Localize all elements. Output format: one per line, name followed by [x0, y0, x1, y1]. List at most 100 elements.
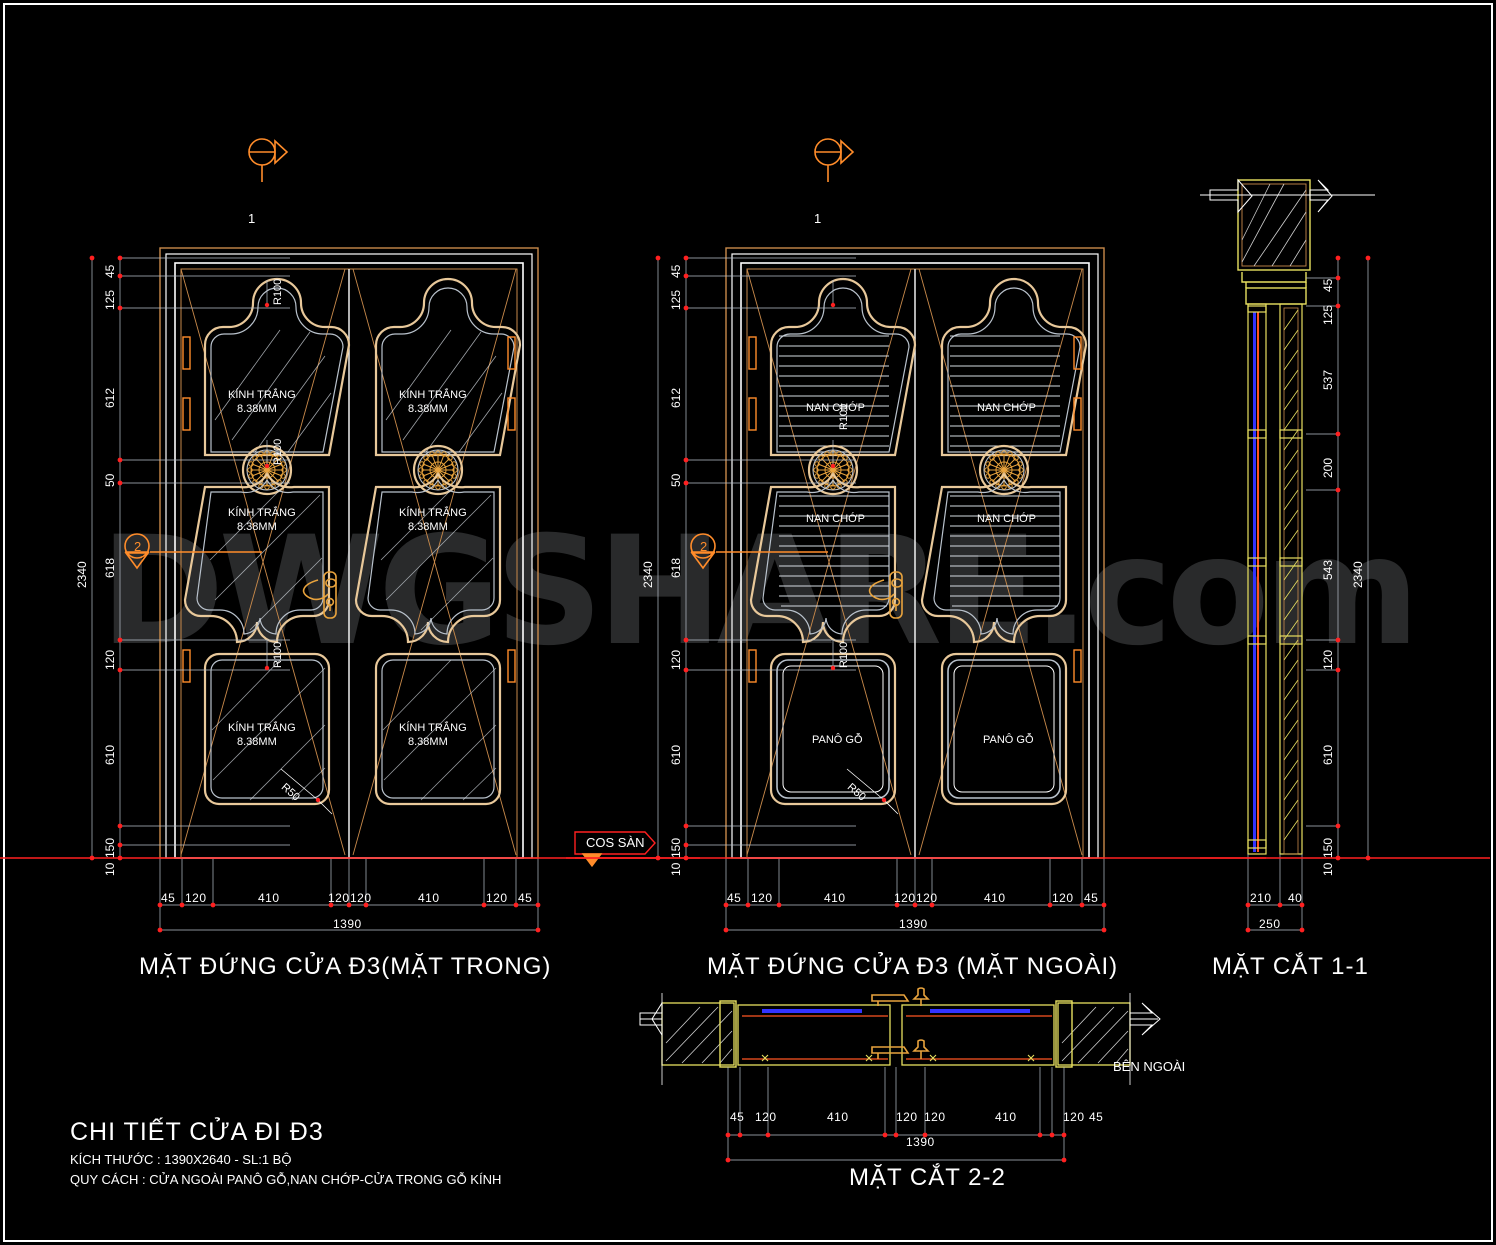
- view-title-section-2-2: MẶT CẮT 2-2: [849, 1164, 1006, 1191]
- dim-h-410a-sec2: 410: [827, 1110, 849, 1124]
- outside-elevation-graphics: [566, 138, 1266, 933]
- radius-r100-c-left: R100: [272, 641, 284, 668]
- dim-h-120b-left: 120: [328, 891, 350, 905]
- radius-r100-b-left: R100: [272, 438, 284, 465]
- dim-h-120b-mid: 120: [894, 891, 916, 905]
- dim-v-50-mid: 50: [669, 473, 683, 487]
- dim-h-120a-sec2: 120: [755, 1110, 777, 1124]
- section-2-2-graphics: [639, 987, 1161, 1163]
- dim-v-612-mid: 612: [669, 387, 683, 408]
- dim-v-120-left: 120: [103, 649, 117, 670]
- dim-v-610-mid: 610: [669, 744, 683, 765]
- dim-h-120c-sec2: 120: [924, 1110, 946, 1124]
- glass-label-l1-b: KÍNH TRẮNG: [399, 389, 467, 401]
- glass-label-l2-a: 8.38MM: [237, 403, 277, 415]
- title-block-size: KÍCH THƯỚC : 1390X2640 - SL:1 BỘ: [70, 1152, 292, 1167]
- dim-v-125-mid: 125: [669, 289, 683, 310]
- dim-h-total-sec2: 1390: [906, 1135, 935, 1149]
- dim-v-total-sec: 2340: [1351, 561, 1365, 588]
- dim-v-10-left: 10: [103, 862, 117, 876]
- dim-h-410a-mid: 410: [824, 891, 846, 905]
- dim-h-120d-sec2: 120: [1063, 1110, 1085, 1124]
- louver-label-d: NAN CHỚP: [977, 513, 1036, 525]
- dim-h-120c-mid: 120: [916, 891, 938, 905]
- dim-v-10-mid: 10: [669, 862, 683, 876]
- view-title-outside: MẶT ĐỨNG CỬA Đ3 (MẶT NGOÀI): [707, 953, 1119, 980]
- dim-h-410a-left: 410: [258, 891, 280, 905]
- glass-label-l1-e: KÍNH TRẮNG: [228, 722, 296, 734]
- dim-v-45-left: 45: [103, 264, 117, 278]
- louver-label-c: NAN CHỚP: [806, 513, 865, 525]
- dim-v-120-sec: 120: [1321, 649, 1335, 670]
- floor-level-label-left: COS SÀN: [586, 835, 645, 850]
- dim-v-total-left: 2340: [75, 561, 89, 588]
- glass-label-l1-f: KÍNH TRẮNG: [399, 722, 467, 734]
- dim-v-125-left: 125: [103, 289, 117, 310]
- dim-h-120a-left: 120: [185, 891, 207, 905]
- dim-v-150-sec: 150: [1321, 837, 1335, 858]
- dim-h-45a-left: 45: [161, 891, 176, 905]
- dim-v-45-sec: 45: [1321, 278, 1335, 292]
- louver-label-a: NAN CHỚP: [806, 402, 865, 414]
- view-title-section-1-1: MẶT CẮT 1-1: [1212, 953, 1369, 980]
- dim-h-45b-left: 45: [518, 891, 533, 905]
- dim-h-120a-mid: 120: [751, 891, 773, 905]
- section-side-label-mid: 2: [700, 539, 708, 554]
- dim-v-120-mid: 120: [669, 649, 683, 670]
- dim-v-610-left: 610: [103, 744, 117, 765]
- dim-h-410b-sec2: 410: [995, 1110, 1017, 1124]
- dim-depth-210: 210: [1250, 891, 1272, 905]
- section-1-1-graphics: [1200, 178, 1490, 933]
- glass-label-l2-c: 8.38MM: [237, 521, 277, 533]
- dim-h-total-mid: 1390: [899, 917, 928, 931]
- dim-v-543-sec: 543: [1321, 559, 1335, 580]
- wood-panel-label-a: PANÔ GỖ: [812, 734, 863, 746]
- dim-depth-40: 40: [1288, 891, 1303, 905]
- dim-h-45a-sec2: 45: [730, 1110, 745, 1124]
- dim-v-150-left: 150: [103, 837, 117, 858]
- view-title-inside: MẶT ĐỨNG CỬA Đ3(MẶT TRONG): [139, 953, 552, 980]
- section-top-label-mid: 1: [814, 211, 822, 226]
- dim-v-537-sec: 537: [1321, 369, 1335, 390]
- dim-h-410b-mid: 410: [984, 891, 1006, 905]
- title-block-main: CHI TIẾT CỬA ĐI Đ3: [70, 1118, 324, 1146]
- title-block-spec: QUY CÁCH : CỬA NGOÀI PANÔ GỖ,NAN CHỚP-CỬ…: [70, 1172, 502, 1187]
- dim-h-45b-sec2: 45: [1089, 1110, 1104, 1124]
- radius-r100-a-left: R100: [272, 278, 284, 305]
- inside-elevation-graphics: [0, 138, 700, 933]
- outside-label: BÊN NGOÀI: [1113, 1059, 1186, 1074]
- dim-v-50-left: 50: [103, 473, 117, 487]
- dim-v-45-mid: 45: [669, 264, 683, 278]
- dim-h-120d-left: 120: [486, 891, 508, 905]
- section-top-label-left: 1: [248, 211, 256, 226]
- glass-label-l2-f: 8.38MM: [408, 736, 448, 748]
- dim-v-618-mid: 618: [669, 557, 683, 578]
- dim-h-120c-left: 120: [350, 891, 372, 905]
- radius-r100-b-mid: R100: [838, 641, 850, 668]
- section-side-label-left: 2: [134, 539, 142, 554]
- glass-label-l1-a: KÍNH TRẮNG: [228, 389, 296, 401]
- dim-h-total-left: 1390: [333, 917, 362, 931]
- glass-label-l1-c: KÍNH TRẮNG: [228, 507, 296, 519]
- dim-h-120b-sec2: 120: [896, 1110, 918, 1124]
- dim-v-10-sec: 10: [1321, 862, 1335, 876]
- dim-v-125-sec: 125: [1321, 304, 1335, 325]
- dim-h-410b-left: 410: [418, 891, 440, 905]
- wood-panel-label-b: PANÔ GỖ: [983, 734, 1034, 746]
- dim-v-618-left: 618: [103, 557, 117, 578]
- glass-label-l2-b: 8.38MM: [408, 403, 448, 415]
- dim-depth-250: 250: [1259, 917, 1281, 931]
- dim-v-150-mid: 150: [669, 837, 683, 858]
- dim-v-612-left: 612: [103, 387, 117, 408]
- glass-label-l1-d: KÍNH TRẮNG: [399, 507, 467, 519]
- dim-v-200-sec: 200: [1321, 457, 1335, 478]
- louver-label-b: NAN CHỚP: [977, 402, 1036, 414]
- watermark: DWGSHARE.com: [100, 505, 1420, 679]
- dim-h-45b-mid: 45: [1084, 891, 1099, 905]
- glass-label-l2-e: 8.38MM: [237, 736, 277, 748]
- glass-label-l2-d: 8.38MM: [408, 521, 448, 533]
- dim-h-120d-mid: 120: [1052, 891, 1074, 905]
- dim-v-total-mid: 2340: [641, 561, 655, 588]
